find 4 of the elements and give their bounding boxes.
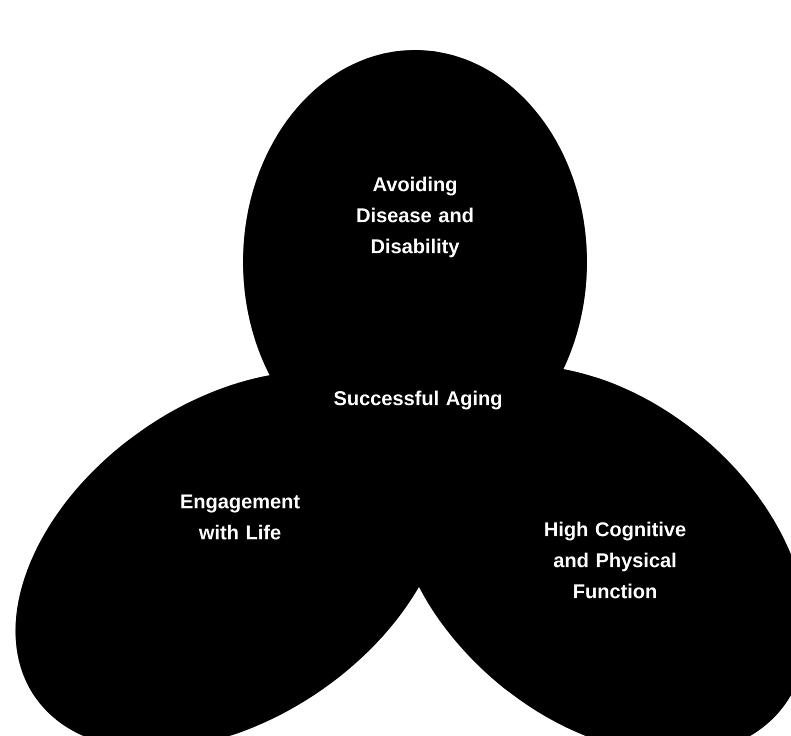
node-label: Engagement with Life <box>181 494 300 540</box>
node-label: High Cognitive and Physical Function <box>545 522 686 598</box>
center-label: Successful Aging <box>334 390 502 410</box>
node-label: Avoiding Disease and Disability <box>357 176 473 258</box>
